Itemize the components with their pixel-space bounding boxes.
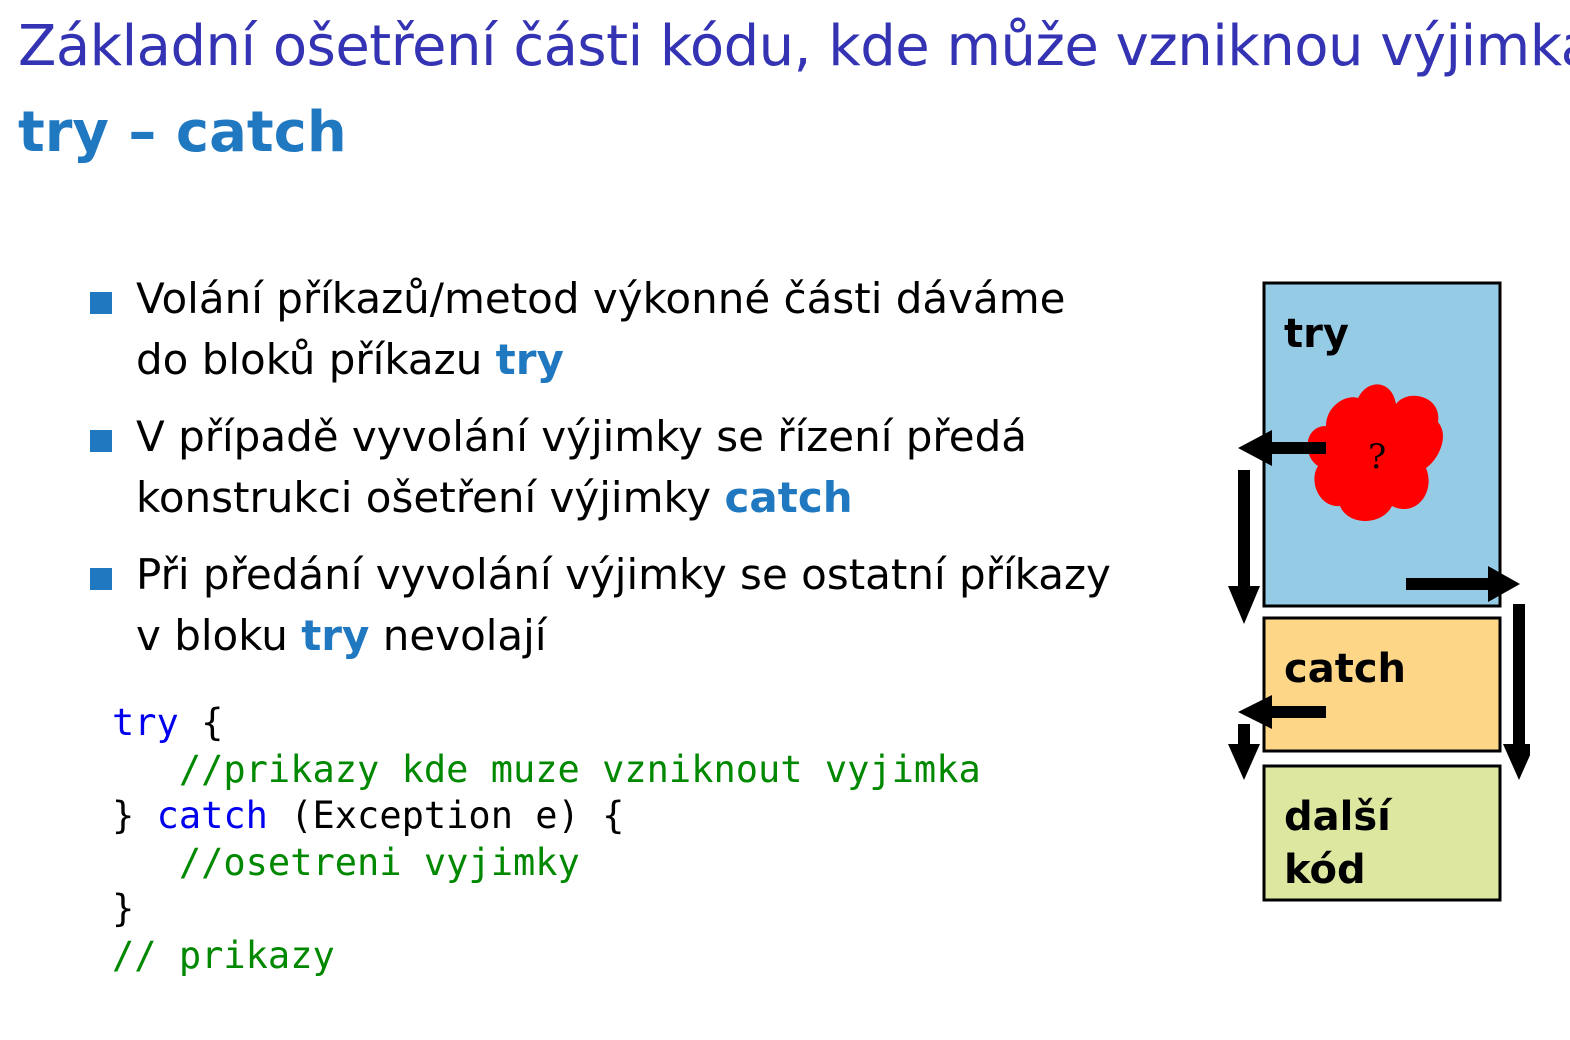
code-text: { [178, 701, 224, 744]
bullet-line: Volání příkazů/metod výkonné části dávám… [136, 274, 1066, 323]
bullet-list: Volání příkazů/metod výkonné části dávám… [88, 268, 1168, 682]
bullet-line: v bloku [136, 611, 302, 660]
bullet-line: Při předání vyvolání výjimky se ostatní … [136, 550, 1111, 599]
arrow-left-icon [1238, 695, 1326, 729]
bullet-line: nevolají [369, 611, 547, 660]
code-text: (Exception e) { [267, 794, 625, 837]
code-indent [112, 748, 179, 791]
arrow-down-icon [1228, 724, 1260, 780]
catch-block-label: catch [1284, 646, 1406, 692]
slide-title: Základní ošetření části kódu, kde může v… [18, 14, 1570, 79]
exception-question-mark: ? [1368, 437, 1386, 477]
try-block-label: try [1284, 311, 1349, 357]
code-comment: //prikazy kde muze vzniknout vyjimka [178, 747, 981, 791]
bullet-item: V případě vyvolání výjimky se řízení pře… [88, 406, 1168, 528]
code-keyword-catch: catch [156, 794, 268, 837]
code-text: } [112, 794, 157, 837]
code-listing: try { //prikazy kde muze vzniknout vyjim… [112, 700, 981, 979]
arrow-down-icon [1228, 470, 1260, 624]
next-code-block [1262, 764, 1502, 902]
bullet-line: konstrukci ošetření výjimky [136, 473, 725, 522]
code-keyword-try: try [112, 701, 179, 744]
bullet-item: Volání příkazů/metod výkonné části dávám… [88, 268, 1168, 390]
keyword-catch: catch [724, 473, 853, 522]
next-code-label: další [1284, 794, 1393, 840]
code-text: } [112, 887, 135, 930]
keyword-try: try [301, 611, 370, 660]
exception-blob-icon [1307, 384, 1443, 521]
keyword-try: try [495, 335, 564, 384]
bullet-marker-icon [90, 568, 112, 590]
bullet-line: do bloků příkazu [136, 335, 496, 384]
try-catch-flow-diagram: try ? catch další kód [1228, 281, 1530, 902]
bullet-item: Při předání vyvolání výjimky se ostatní … [88, 544, 1168, 666]
code-indent [112, 841, 179, 884]
code-comment: // prikazy [112, 933, 335, 977]
bullet-marker-icon [90, 292, 112, 314]
bullet-line: V případě vyvolání výjimky se řízení pře… [136, 412, 1028, 461]
bullet-marker-icon [90, 430, 112, 452]
arrow-left-icon [1238, 430, 1326, 466]
arrow-down-icon [1503, 604, 1530, 780]
slide-subtitle: try – catch [18, 100, 347, 165]
next-code-label: kód [1284, 847, 1366, 893]
arrow-right-icon [1406, 566, 1520, 602]
catch-block [1262, 616, 1502, 753]
code-comment: //osetreni vyjimky [178, 840, 580, 884]
